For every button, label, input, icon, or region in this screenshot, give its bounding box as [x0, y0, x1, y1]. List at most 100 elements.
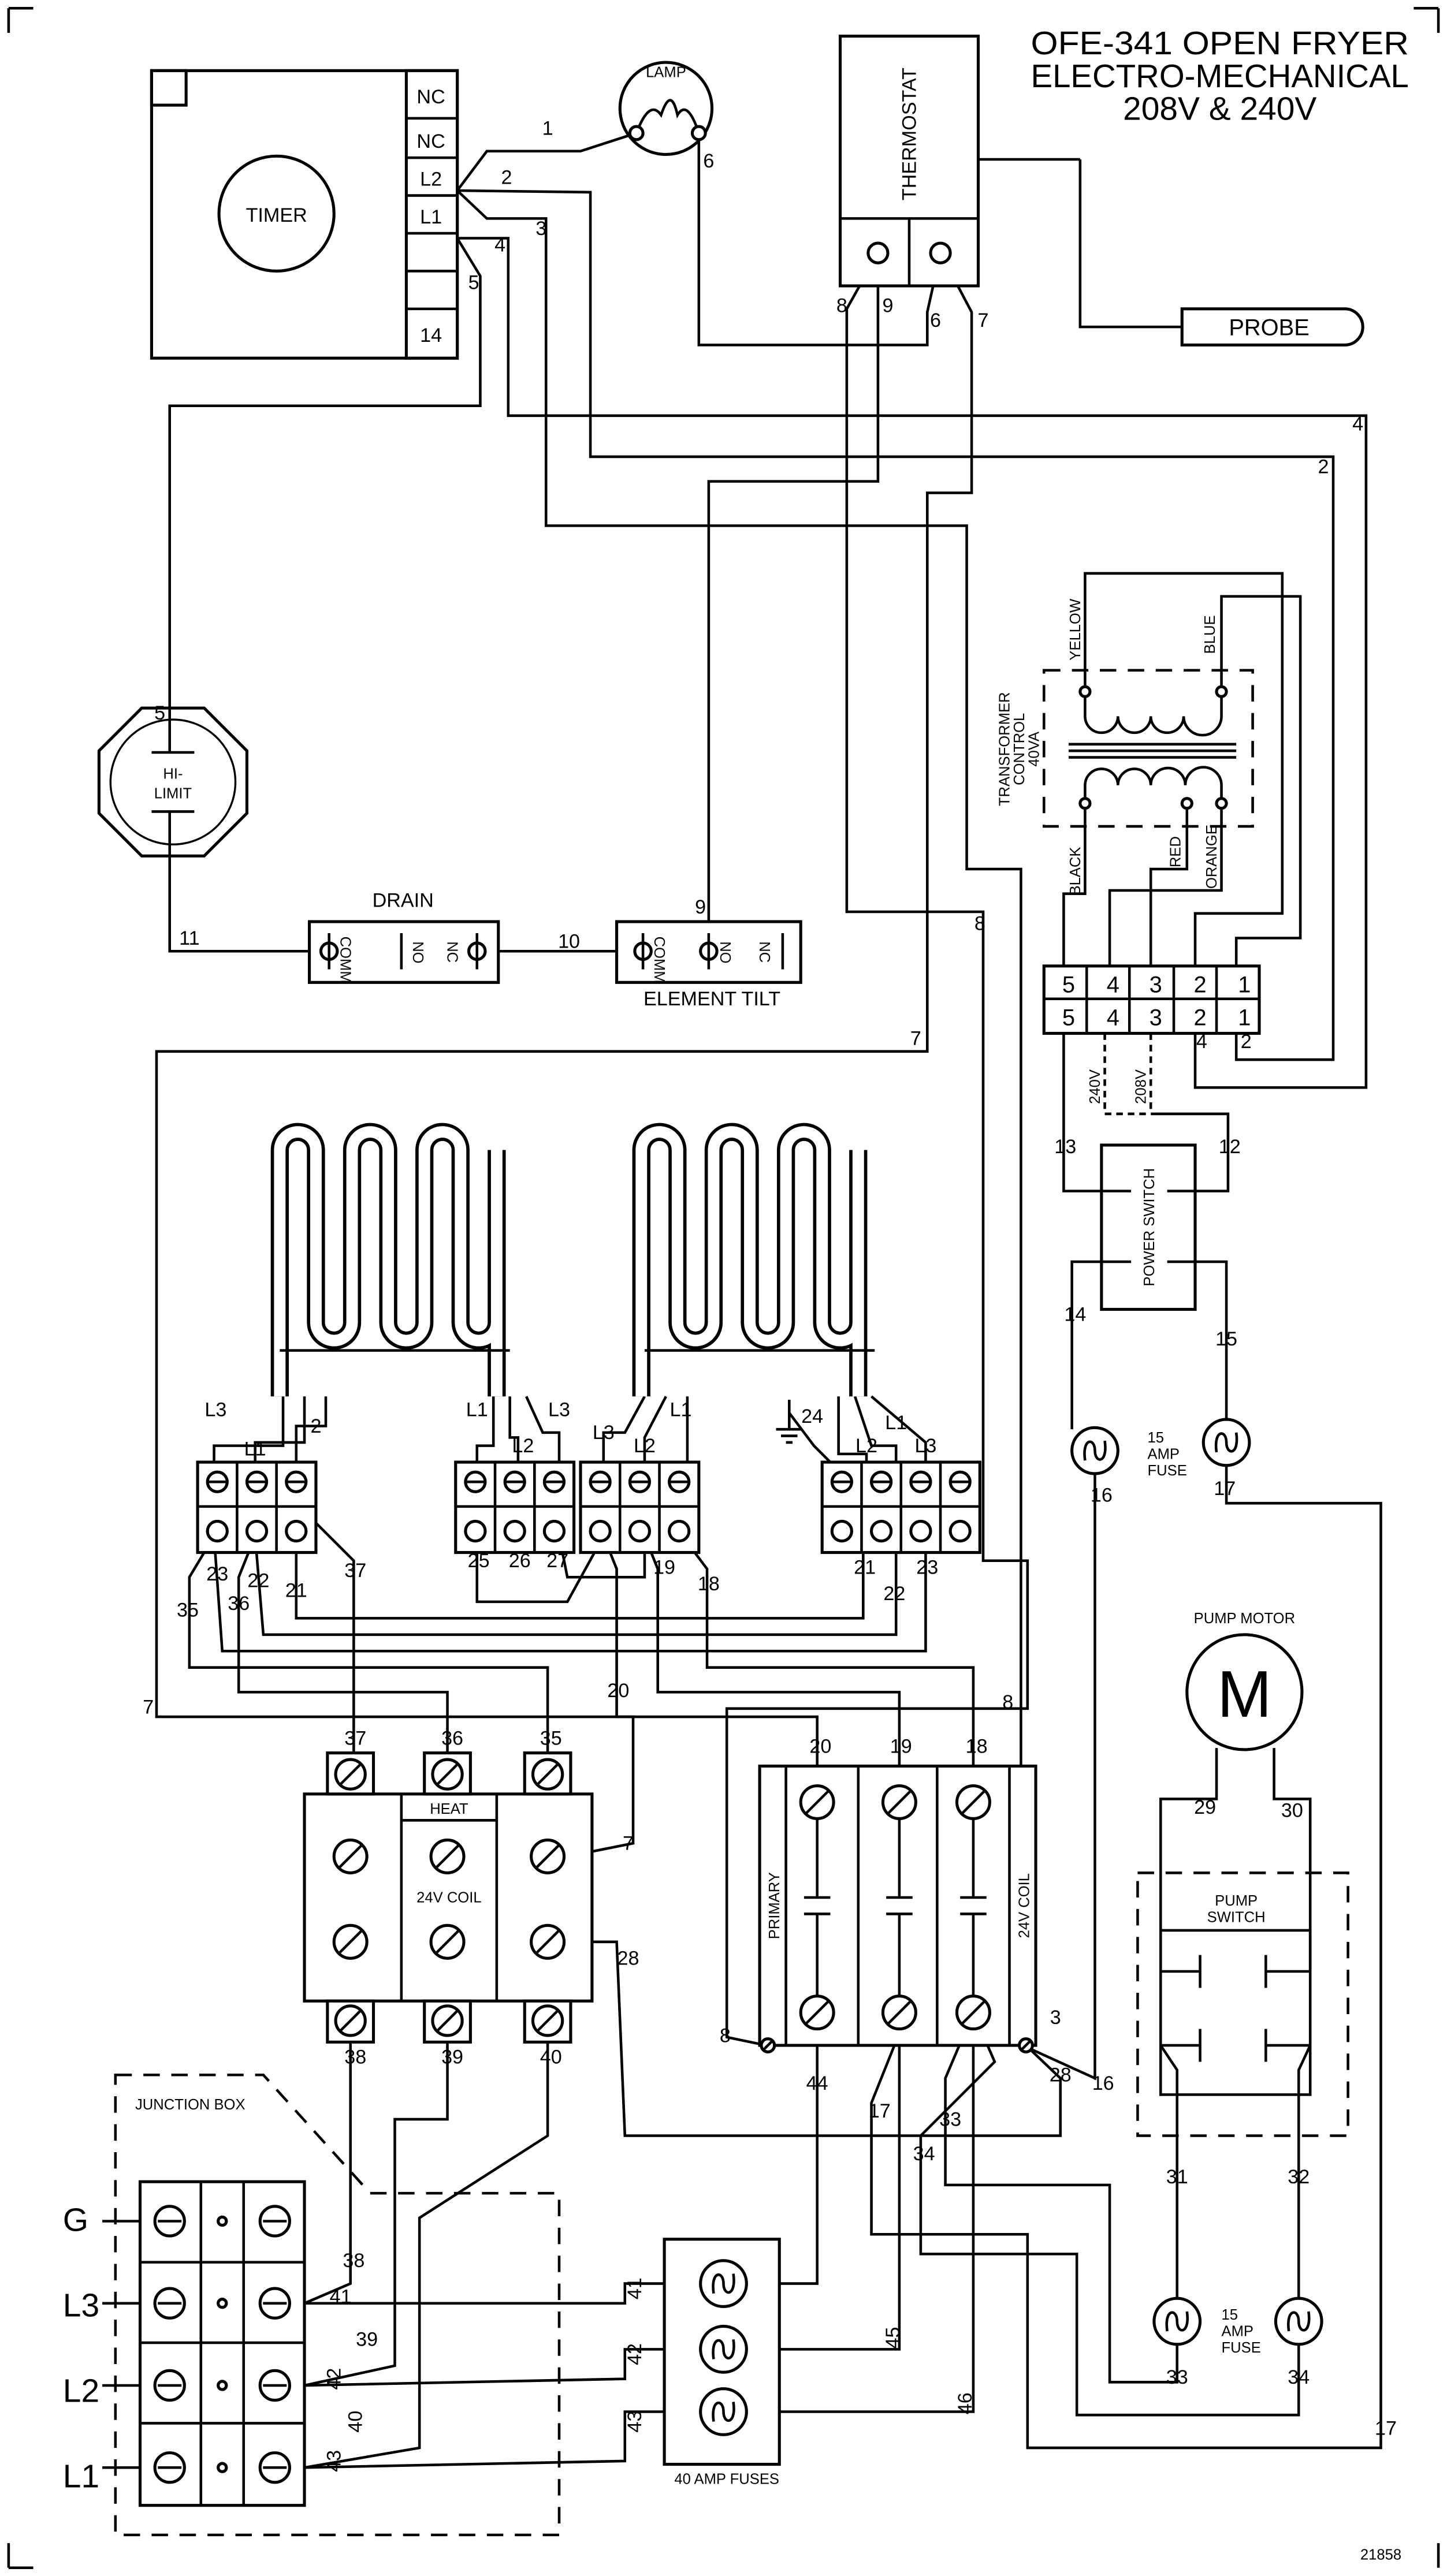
fuse-element-icon [712, 2273, 735, 2294]
wire-label: 43 [323, 2450, 345, 2472]
wire-label: 25 [468, 1550, 490, 1572]
wire-label: 7 [978, 310, 989, 331]
wire-label: 31 [1166, 2166, 1188, 2188]
wire-label: 28 [618, 1948, 639, 1970]
hi-limit-label-2: LIMIT [154, 786, 192, 802]
wire [304, 2042, 449, 2387]
wire-label: 43 [624, 2411, 646, 2433]
terminal-dot [217, 2298, 228, 2309]
fuse-element-icon [1083, 1440, 1107, 1461]
wire [295, 1536, 865, 1620]
wire-label: 33 [939, 2108, 961, 2130]
wire [567, 1940, 1062, 2137]
terminal-screw [830, 1519, 853, 1543]
wire [748, 2012, 975, 2413]
terminal-screw [668, 1519, 691, 1543]
wire [697, 133, 942, 346]
wire-label: 42 [323, 2368, 345, 2390]
wire-label: 2 [1241, 1031, 1252, 1053]
wire-label: 22 [883, 1583, 905, 1605]
wire-label: 2 [1318, 456, 1329, 478]
drawing-number: 21858 [1360, 2547, 1401, 2563]
terminal-screw [542, 1519, 566, 1543]
wire [254, 1535, 898, 1636]
wire-label: 39 [441, 2046, 463, 2068]
wire-label: 5 [154, 702, 165, 724]
screw-slot [339, 2009, 362, 2032]
wire-label: 17 [1214, 1478, 1236, 1500]
drain-nc: NC [444, 941, 460, 963]
thermostat-label: THERMOSTAT [898, 68, 920, 200]
wire-label: 40 [540, 2046, 562, 2068]
screw-slot [762, 2040, 773, 2051]
wire-label: 2 [501, 167, 512, 189]
probe: PROBE [1180, 307, 1364, 347]
screw-slot [436, 2009, 459, 2032]
wire-label: L2 [855, 1435, 877, 1457]
pump-fuse-label-1: 15 [1222, 2307, 1238, 2323]
wire-label: 35 [177, 1600, 199, 1621]
wire [1151, 1112, 1230, 1192]
wire [853, 1396, 898, 1471]
control-fuse-label-1: 15 [1148, 1430, 1164, 1446]
probe-label: PROBE [1229, 315, 1309, 340]
wire-label: 20 [607, 1680, 629, 1702]
wire-label: 46 [954, 2392, 976, 2414]
wire-label: L3 [914, 1435, 936, 1457]
timer-terminal-l1: L1 [420, 206, 442, 228]
wire [725, 252, 1029, 2047]
pump-fuse-label: 15 AMP FUSE [1222, 2307, 1261, 2356]
primary-contactor-coil: 24V COIL [1017, 1873, 1033, 1938]
wire-label: 10 [558, 931, 580, 953]
wire-label: 14 [1064, 1303, 1086, 1325]
contact [886, 1818, 913, 1996]
drain-label: DRAIN [373, 889, 434, 911]
wire [1149, 803, 1189, 966]
supply-l1: L1 [63, 2458, 99, 2495]
element-tilt-switch: COMM NO NC ELEMENT TILT [615, 920, 802, 1010]
wire [748, 2012, 901, 2351]
wire-label: 22 [247, 1570, 269, 1591]
terminal-screw [464, 1519, 487, 1543]
wire-label: 34 [1288, 2366, 1310, 2388]
wire-label: L3 [204, 1399, 226, 1421]
wire-label: 38 [344, 2046, 366, 2068]
wire-label: 4 [494, 234, 505, 256]
tilt-nc: NC [756, 941, 772, 963]
contact [960, 1818, 987, 1996]
wire-label: 15 [1215, 1328, 1237, 1350]
drain-switch: DRAIN COMM NO NC [307, 889, 500, 984]
screw-slot [805, 1790, 830, 1815]
main-fuses-label: 40 AMP FUSES [674, 2471, 779, 2488]
wire [188, 1535, 549, 1755]
wire-label: 36 [441, 1727, 463, 1749]
wire [1273, 1748, 1312, 1972]
pump-fuse-label-2: AMP [1222, 2324, 1253, 2340]
timer-terminal-nc-1: NC [416, 86, 445, 108]
wire-label: 19 [890, 1736, 912, 1758]
transformer: TRANSFORMER CONTROL 40VA YELLOW BLUE BLA… [997, 598, 1254, 896]
wire-label: 6 [930, 310, 941, 331]
wire-label: 3 [1050, 2007, 1061, 2029]
heating-element-inner [274, 1126, 503, 1397]
wire-label: L2 [634, 1435, 656, 1457]
wire-label: 17 [869, 2100, 891, 2122]
wire [304, 2282, 699, 2305]
terminal-screw [909, 1519, 932, 1543]
wire [602, 1396, 646, 1471]
wire [1022, 1473, 1096, 2081]
wire-label: 44 [806, 2072, 828, 2094]
wire-label: 3 [535, 218, 546, 240]
transformer-label-2: CONTROL [1011, 713, 1028, 785]
wire-label: 37 [344, 1560, 366, 1582]
wire-label: 26 [509, 1550, 531, 1572]
lamp-label: LAMP [646, 65, 686, 81]
wire-label: 8 [720, 2025, 731, 2046]
wire-label: 7 [910, 1027, 921, 1049]
heat-contactor-coil: 24V COIL [416, 1890, 481, 1906]
timer-label: TIMER [246, 204, 307, 226]
screw-slot [536, 2009, 559, 2032]
voltage-jumpers: 240V 208V [1087, 1033, 1152, 1116]
control-fuse-label: 15 AMP FUSE [1148, 1430, 1187, 1479]
